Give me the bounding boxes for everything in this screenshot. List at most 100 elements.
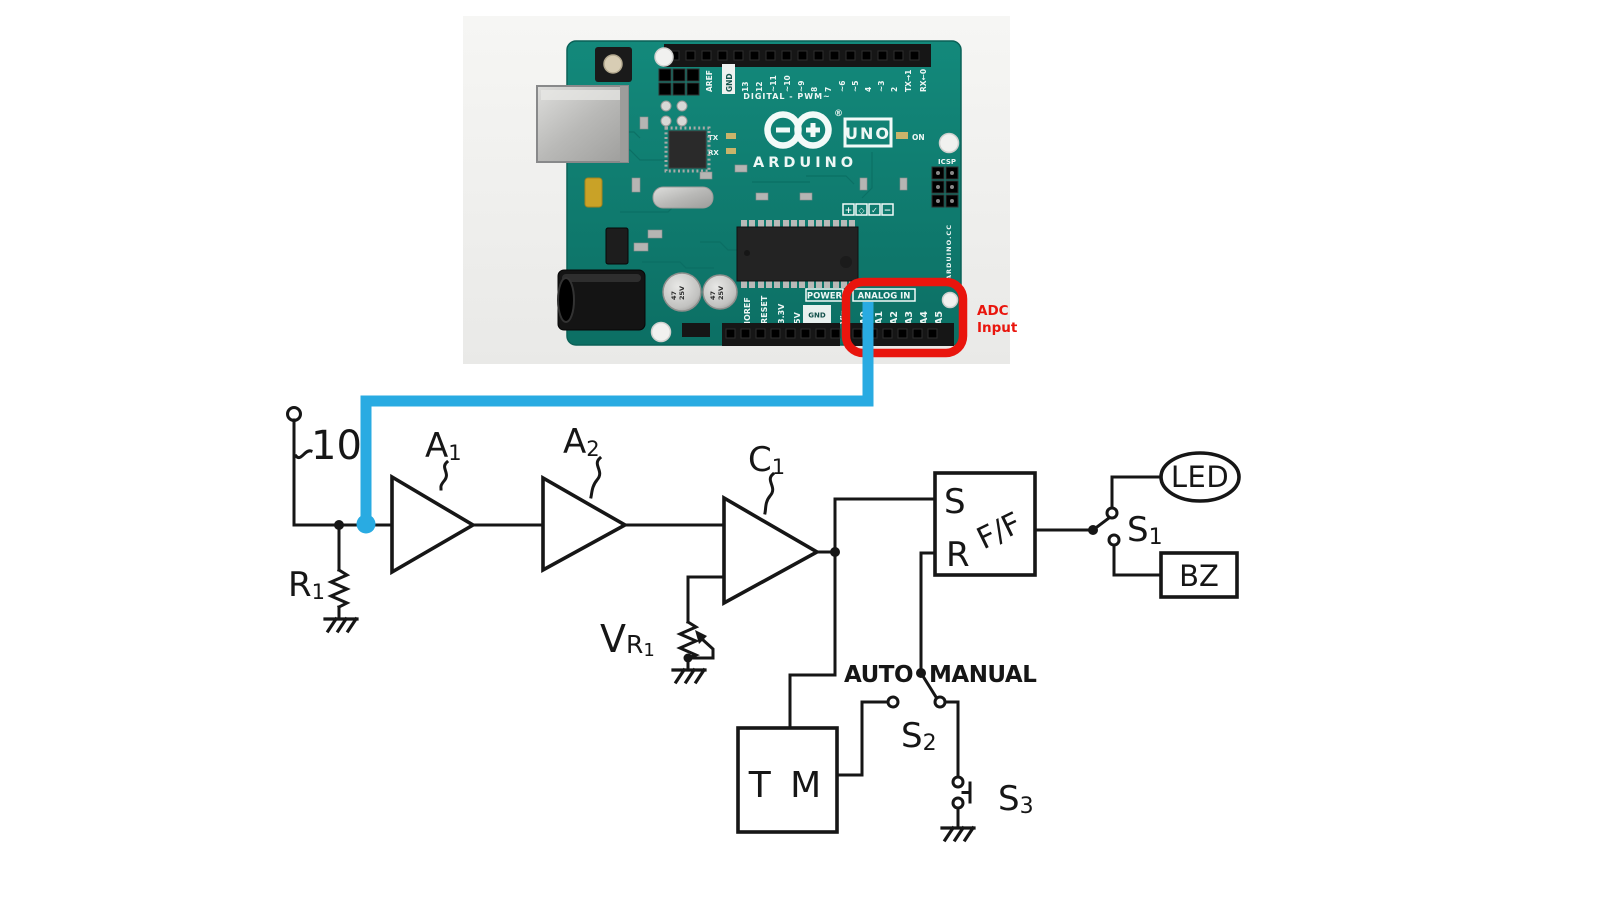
pin-label: 7 (824, 87, 833, 92)
uno-box (843, 117, 893, 148)
voltage-regulator (605, 227, 629, 265)
pin-label: 4 (864, 87, 873, 92)
ground-symbol (671, 667, 707, 685)
section-labels: POWER ANALOG IN (805, 288, 916, 302)
resistor-zigzag (327, 567, 351, 610)
pin-label: ~11 (769, 75, 778, 92)
buzzer-outline (1159, 551, 1239, 599)
cap-volt: 25V (717, 286, 725, 300)
symbol-icons: + ◇ ✓ − (842, 203, 894, 216)
cap-value: 47 (709, 291, 717, 300)
adc-tap-dot (356, 514, 376, 534)
pin-label: 3.3V (777, 303, 786, 324)
amplifier-a1: A1 (390, 426, 477, 576)
flipflop-outline (933, 471, 1037, 577)
ff-reset-label: R (946, 535, 970, 575)
blue-adc-wire (356, 302, 874, 534)
power-jack (557, 269, 646, 331)
ff-set-label: S (944, 482, 966, 522)
s2-label: S2 (901, 716, 937, 756)
crystal-oscillator (652, 186, 714, 209)
timer-box: T M (736, 726, 839, 834)
digital-header (664, 44, 931, 67)
power-header (682, 323, 841, 346)
comparator-c1: C1 (722, 440, 821, 607)
c1-label: C1 (748, 440, 785, 480)
arduino-board: AREF GND 13 12 ~11 ~10 ~9 8 7 ~6 ~5 4 ~3… (536, 40, 962, 346)
adc-annotation-line1: ADC (977, 303, 1009, 319)
logo-plus-icon (806, 123, 820, 137)
site-label: ARDUINO.CC (945, 224, 953, 280)
pot-zigzag (676, 619, 700, 660)
diamond-icon: ◇ (858, 206, 865, 215)
registered-mark: ® (834, 109, 843, 119)
icsp-label: ICSP (938, 158, 956, 166)
switch-blade (1090, 515, 1112, 533)
manual-label: MANUAL (929, 662, 1037, 688)
pin-label: A1 (874, 311, 885, 325)
mounting-holes (650, 47, 960, 343)
pin-label: ~5 (851, 80, 860, 92)
digital-pin-labels: AREF GND 13 12 ~11 ~10 ~9 8 7 ~6 ~5 4 ~3… (705, 64, 928, 94)
icsp-header: ICSP (931, 158, 959, 208)
gnd-pad-label: GND (808, 312, 826, 320)
r1-label: R1 (288, 565, 325, 605)
pin-label: A4 (919, 311, 930, 325)
arduino-logo: ® UNO ARDUINO (753, 109, 893, 171)
amplifier-a2: A2 (541, 422, 629, 574)
switch-blade (918, 670, 939, 700)
smd-parts (631, 116, 908, 252)
tx-label: TX (708, 134, 719, 142)
pin-label: GND (725, 73, 734, 92)
wire (1112, 543, 1163, 577)
wire (788, 550, 837, 730)
amp-triangle (541, 474, 629, 574)
pin-label: ~10 (783, 75, 792, 92)
timer-outline (736, 726, 839, 834)
tm-label: T M (748, 765, 826, 806)
led-label: LED (1171, 460, 1229, 494)
power-led: ON (896, 132, 925, 142)
cap-volt: 25V (678, 286, 686, 300)
pin-label: AREF (705, 70, 714, 92)
on-label: ON (912, 133, 925, 142)
led-indicator: LED (1159, 451, 1241, 503)
analog-section-label: ANALOG IN (858, 292, 911, 302)
junction-dot (334, 520, 344, 530)
leader-line (439, 459, 450, 491)
bz-label: BZ (1179, 559, 1219, 593)
model-label: UNO (845, 124, 891, 143)
wire (919, 551, 937, 671)
resistor-r1: R1 (288, 523, 359, 634)
pin-label: 2 (890, 87, 899, 92)
led-outline (1159, 451, 1241, 503)
pin-label: 12 (755, 82, 764, 92)
cap-value: 47 (670, 291, 678, 300)
pin-label: 8 (810, 87, 819, 92)
s1-label: S1 (1127, 510, 1163, 550)
wire (833, 497, 937, 554)
pin-label: RESET (760, 295, 769, 324)
wire (1110, 475, 1164, 510)
atmega-chip (736, 220, 859, 288)
amp-triangle (390, 473, 477, 576)
pin-label: RX←0 (919, 69, 928, 92)
minus-icon: − (884, 206, 892, 216)
junction-dot (830, 547, 840, 557)
wire (943, 700, 960, 779)
power-section-label: POWER (807, 292, 843, 302)
ground-symbol (323, 616, 359, 634)
wire (686, 575, 726, 624)
check-icon: ✓ (871, 206, 878, 215)
leader-line (763, 471, 776, 515)
potentiometer-vr1: VR1 (600, 575, 726, 685)
vr1-label: VR1 (600, 617, 655, 661)
switch-s2: AUTO MANUAL S2 (844, 662, 1038, 756)
usb-controller-chip (664, 126, 711, 173)
electrolytic-capacitors: 47 25V 47 25V (662, 272, 738, 312)
jp2-header (658, 68, 700, 127)
chip-legs (741, 220, 855, 288)
fuse (584, 177, 603, 208)
